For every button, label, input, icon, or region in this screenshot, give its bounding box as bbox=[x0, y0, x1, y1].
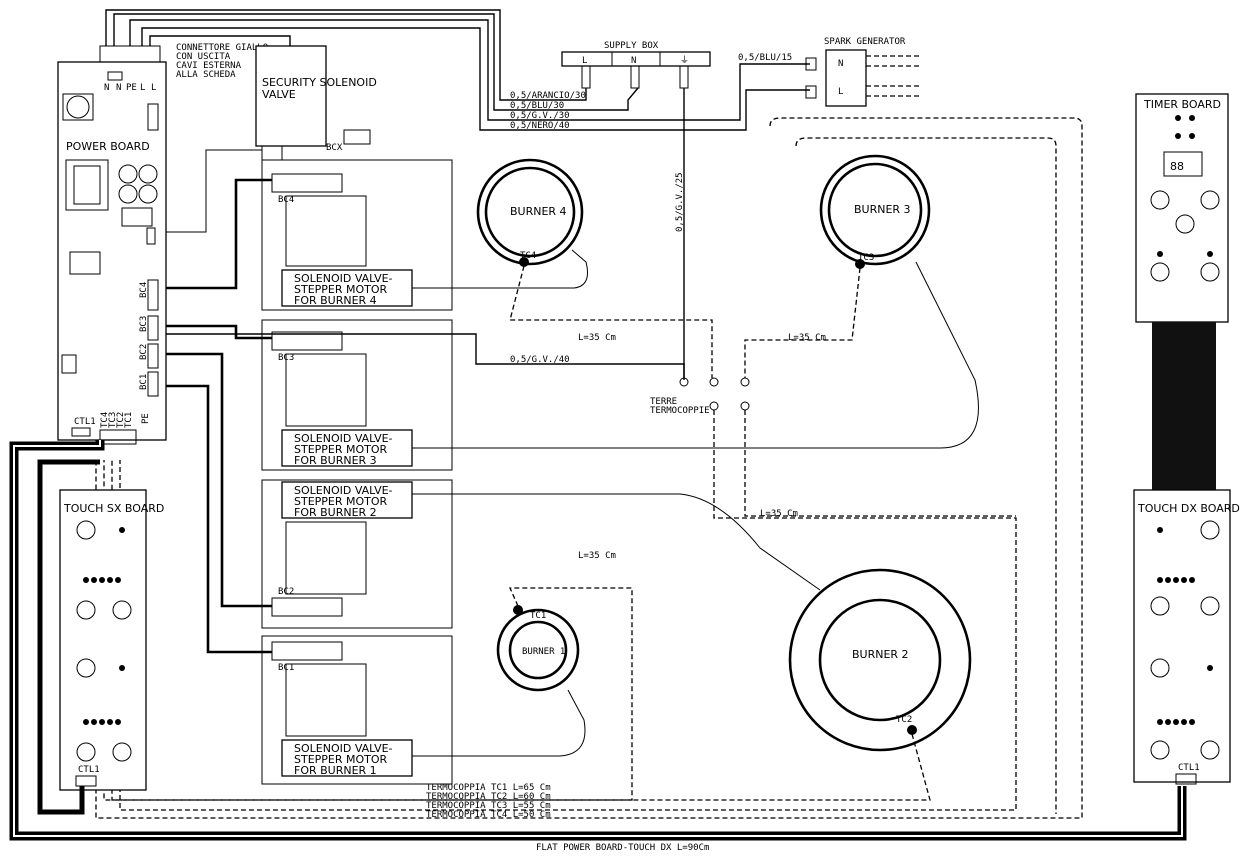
stepper-3-line1: SOLENOID VALVE- bbox=[294, 432, 393, 445]
connector-note-1: CONNETTORE GIALLO bbox=[176, 43, 268, 53]
burner-3-label: BURNER 3 bbox=[854, 203, 911, 216]
touch-dx-title: TOUCH DX BOARD bbox=[1137, 502, 1240, 515]
spark-generator: SPARK GENERATOR N L bbox=[805, 37, 920, 107]
length-l35-b: L=35 Cm bbox=[788, 333, 826, 343]
length-l35-c: L=35 Cm bbox=[760, 509, 798, 519]
flat-cable: FLAT POWER BOARD-TOUCH DX L=90Cm bbox=[9, 440, 1187, 853]
tc2-label: TC2 bbox=[896, 715, 912, 725]
wire-blu: 0,5/BLU/30 bbox=[510, 101, 564, 111]
thermocouple-tc3: TERMOCOPPIA TC3 L=55 Cm bbox=[426, 801, 551, 811]
supply-terminal-earth: ⏚ bbox=[680, 55, 689, 66]
spark-terminal-n: N bbox=[838, 59, 843, 69]
flat-cable-label: FLAT POWER BOARD-TOUCH DX L=90Cm bbox=[536, 843, 709, 853]
pin-n2: N bbox=[116, 83, 121, 93]
wire-gv30: 0,5/G.V./30 bbox=[510, 111, 570, 121]
bc2-board-label: BC2 bbox=[139, 344, 149, 360]
burner-2-label: BURNER 2 bbox=[852, 648, 909, 661]
bc3-board-label: BC3 bbox=[139, 316, 149, 332]
wire-blu15: 0,5/BLU/15 bbox=[738, 53, 792, 63]
burners: BURNER 4 TC4 BURNER 3 TC3 BURNER 2 TC2 B… bbox=[412, 154, 979, 757]
ctl-board-label: CTL1 bbox=[74, 417, 96, 427]
supply-terminal-n: N bbox=[631, 56, 636, 66]
earth-label-1: TERRE bbox=[650, 397, 677, 407]
tc1-pin: TC1 bbox=[124, 412, 134, 428]
mains-wiring: 0,5/ARANCIO/30 0,5/BLU/30 0,5/G.V./30 0,… bbox=[105, 9, 810, 131]
connector-note-4: ALLA SCHEDA bbox=[176, 70, 236, 80]
security-valve-label-1: SECURITY SOLENOID bbox=[262, 76, 377, 89]
bc4-board-label: BC4 bbox=[139, 282, 149, 298]
stepper-units: SOLENOID VALVE- STEPPER MOTOR FOR BURNER… bbox=[166, 149, 453, 785]
security-solenoid-valve: SECURITY SOLENOID VALVE BCX bbox=[255, 45, 377, 161]
tc1-label: TC1 bbox=[530, 611, 546, 621]
ctl-sx: CTL1 bbox=[78, 765, 100, 775]
wire-gv25: 0,5/G.V./25 bbox=[675, 172, 685, 232]
wire-arancio: 0,5/ARANCIO/30 bbox=[510, 91, 586, 101]
supply-box-title: SUPPLY BOX bbox=[604, 41, 659, 51]
pin-pe: PE bbox=[126, 83, 137, 93]
tc3-label: TC3 bbox=[858, 253, 874, 263]
stepper-4-line1: SOLENOID VALVE- bbox=[294, 272, 393, 285]
stepper-4-line3: FOR BURNER 4 bbox=[294, 294, 377, 307]
security-valve-label-2: VALVE bbox=[262, 88, 296, 101]
touch-dx-board: TOUCH DX BOARD CTL1 bbox=[1133, 489, 1240, 785]
power-board: POWER BOARD BC4 BC3 BC2 BC1 CTL1 PE TC4 … bbox=[57, 43, 268, 445]
stepper-4-line2: STEPPER MOTOR bbox=[294, 283, 388, 296]
power-board-title: POWER BOARD bbox=[66, 140, 150, 153]
supply-box: SUPPLY BOX L N ⏚ 0,5/G.V./25 bbox=[561, 41, 711, 380]
bc1-board-label: BC1 bbox=[139, 374, 149, 390]
wire-nero: 0,5/NERO/40 bbox=[510, 121, 570, 131]
stepper-3-line3: FOR BURNER 3 bbox=[294, 454, 377, 467]
touch-sx-title: TOUCH SX BOARD bbox=[63, 502, 164, 515]
connector-note-2: CON USCITA bbox=[176, 52, 231, 62]
thermocouple-wiring: L=35 Cm L=35 Cm L=35 Cm L=35 Cm TERMOCOP… bbox=[95, 117, 1083, 820]
pe-board-label: PE bbox=[141, 413, 151, 424]
timer-board: TIMER BOARD 88 bbox=[1135, 93, 1229, 490]
pin-l1: L bbox=[140, 83, 145, 93]
wire-gv40: 0,5/G.V./40 bbox=[510, 355, 570, 365]
pin-n1: N bbox=[104, 83, 109, 93]
tc4-pin: TC4 bbox=[100, 412, 110, 428]
timer-display: 88 bbox=[1170, 160, 1184, 173]
supply-terminal-l: L bbox=[582, 56, 587, 66]
bcx-label: BCX bbox=[326, 143, 343, 153]
stepper-2-line1: SOLENOID VALVE- bbox=[294, 484, 393, 497]
pin-l2: L bbox=[151, 83, 156, 93]
thermocouple-tc1: TERMOCOPPIA TC1 L=65 Cm bbox=[426, 783, 551, 793]
tc3-pin: TC3 bbox=[108, 412, 118, 428]
earth-label-2: TERMOCOPPIE bbox=[650, 406, 710, 416]
spark-generator-title: SPARK GENERATOR bbox=[824, 37, 906, 47]
stepper-1-line1: SOLENOID VALVE- bbox=[294, 742, 393, 755]
length-l35-a: L=35 Cm bbox=[578, 333, 616, 343]
ctl-dx: CTL1 bbox=[1178, 763, 1200, 773]
stepper-1-line3: FOR BURNER 1 bbox=[294, 764, 377, 777]
timer-title: TIMER BOARD bbox=[1143, 98, 1221, 111]
thermocouple-tc2: TERMOCOPPIA TC2 L=60 Cm bbox=[426, 792, 551, 802]
touch-sx-board: TOUCH SX BOARD CTL1 bbox=[59, 489, 164, 791]
burner-4-label: BURNER 4 bbox=[510, 205, 567, 218]
burner-1-label: BURNER 1 bbox=[522, 647, 565, 657]
tc4-label: TC4 bbox=[520, 251, 536, 261]
length-l35-d: L=35 Cm bbox=[578, 551, 616, 561]
earth-terminals: TERRE TERMOCOPPIE 0,5/G.V./40 bbox=[166, 333, 750, 416]
stepper-1-line2: STEPPER MOTOR bbox=[294, 753, 388, 766]
thermocouple-tc4: TERMOCOPPIA TC4 L=50 Cm bbox=[426, 810, 551, 820]
spark-terminal-l: L bbox=[838, 87, 843, 97]
connector-note-3: CAVI ESTERNA bbox=[176, 61, 242, 71]
stepper-2-line3: FOR BURNER 2 bbox=[294, 506, 377, 519]
tc2-pin: TC2 bbox=[116, 412, 126, 428]
stepper-3-line2: STEPPER MOTOR bbox=[294, 443, 388, 456]
stepper-2-line2: STEPPER MOTOR bbox=[294, 495, 388, 508]
